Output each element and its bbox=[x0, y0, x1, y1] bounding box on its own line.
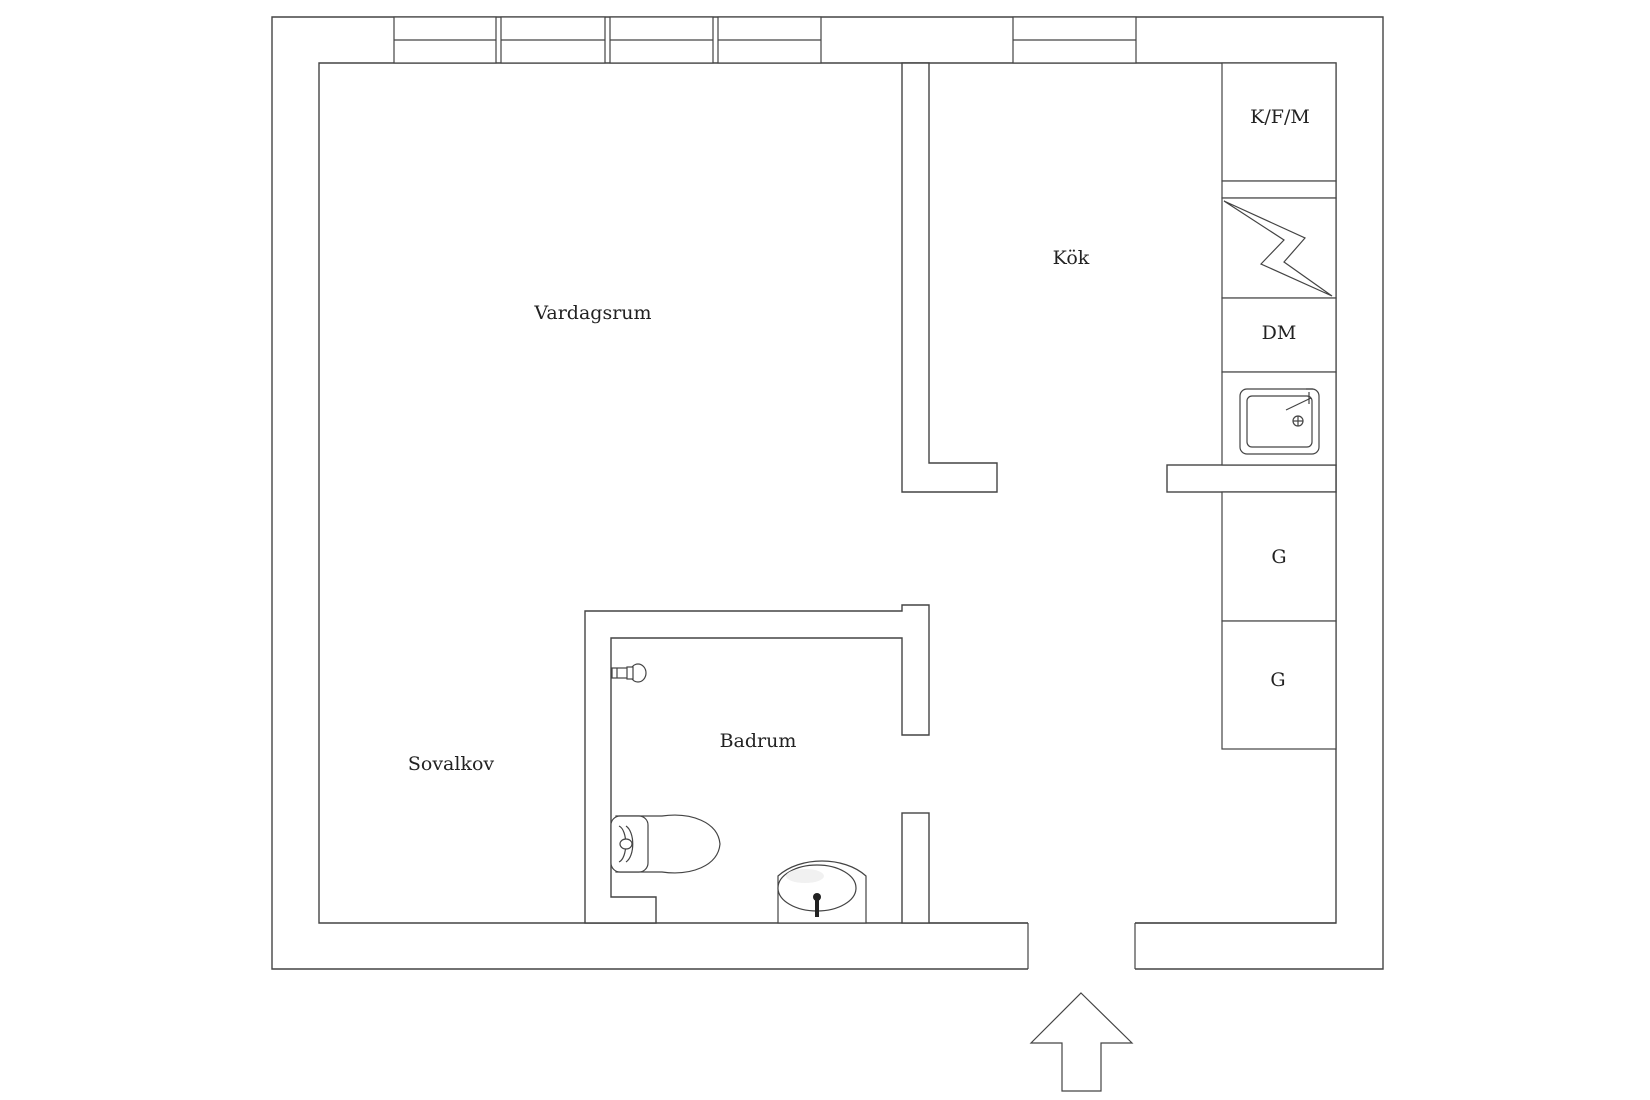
stove bbox=[1221, 197, 1337, 299]
window-4 bbox=[717, 16, 822, 64]
wardrobe-2-label: G bbox=[1270, 669, 1285, 691]
entrance-arrow-icon bbox=[1029, 992, 1134, 1092]
entrance-door bbox=[929, 920, 1336, 972]
kitchen-counter-wall bbox=[1166, 464, 1337, 493]
wardrobe-2: G bbox=[1221, 620, 1337, 750]
dishwasher: DM bbox=[1221, 297, 1337, 373]
dishwasher-label: DM bbox=[1262, 322, 1297, 344]
room-label-bathroom: Badrum bbox=[720, 730, 797, 752]
counter-strip bbox=[1221, 180, 1337, 199]
washbasin bbox=[777, 860, 867, 924]
room-label-kitchen: Kök bbox=[1053, 247, 1090, 269]
wardrobe-1-label: G bbox=[1271, 546, 1286, 568]
outer-walls bbox=[271, 16, 1384, 970]
room-label-living: Vardagsrum bbox=[533, 302, 651, 324]
window-5 bbox=[1012, 16, 1137, 64]
window-1 bbox=[393, 16, 497, 64]
partition-wall-kitchen bbox=[901, 62, 998, 493]
window-2 bbox=[500, 16, 606, 64]
window-3 bbox=[609, 16, 714, 64]
fridge-freezer-label: K/F/M bbox=[1250, 106, 1310, 128]
kitchen-sink bbox=[1221, 371, 1337, 466]
wardrobe-1: G bbox=[1221, 491, 1337, 622]
fridge-freezer: K/F/M bbox=[1221, 62, 1337, 182]
toilet bbox=[610, 814, 721, 874]
room-label-sleeping-alcove: Sovalkov bbox=[408, 753, 495, 775]
shower-head bbox=[611, 663, 647, 683]
bathroom-walls bbox=[584, 604, 930, 924]
